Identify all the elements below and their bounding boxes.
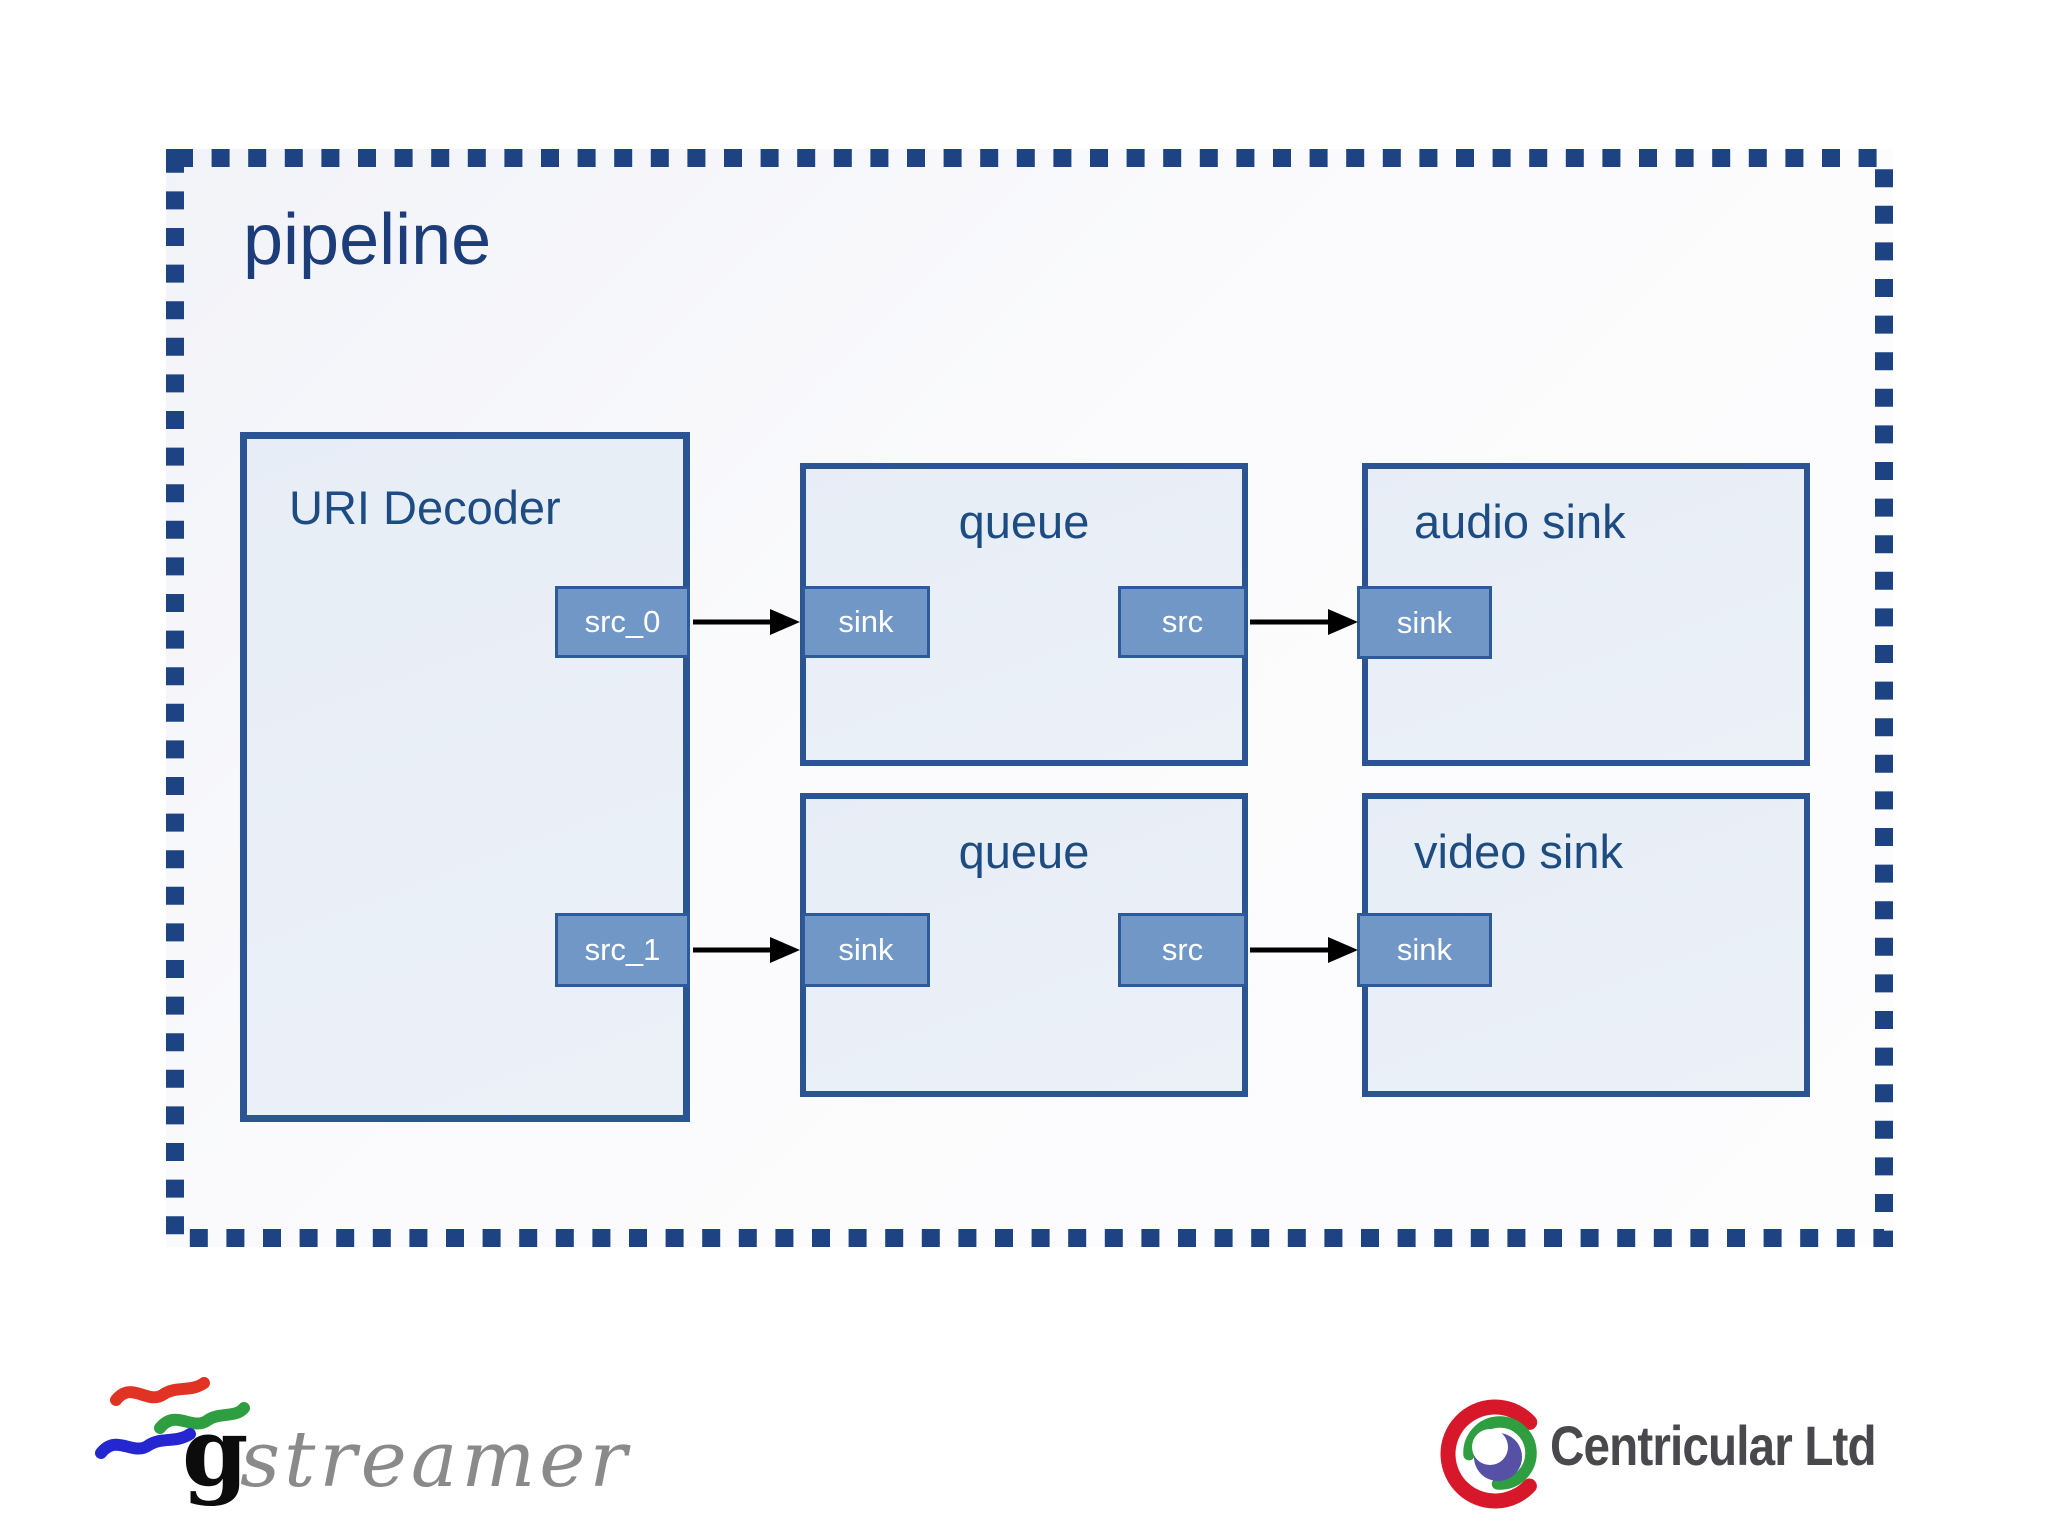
pad-audio-sink-sink: sink xyxy=(1357,586,1492,659)
uri-decoder-label: URI Decoder xyxy=(289,481,561,534)
gstreamer-red-wave-icon xyxy=(110,1377,210,1406)
centricular-green-ring xyxy=(1463,1416,1537,1490)
gstreamer-wordmark-g: g xyxy=(182,1397,248,1508)
pipeline-dashed-border xyxy=(166,149,1893,1247)
centricular-white-crescent xyxy=(1472,1429,1508,1465)
node-uri-decoder: URI Decoder xyxy=(240,432,690,1122)
pad-queue-video-src: src xyxy=(1118,913,1247,987)
centricular-mark-icon xyxy=(1440,1399,1550,1509)
gstreamer-wordmark-streamer: streamer xyxy=(240,1415,631,1505)
video-sink-label: video sink xyxy=(1414,825,1623,878)
pad-video-sink-sink: sink xyxy=(1357,913,1492,987)
dashed-border-rect xyxy=(166,149,1893,1247)
queue-video-label: queue xyxy=(958,825,1090,878)
gstreamer-logo: g streamer xyxy=(78,1374,638,1530)
gstreamer-blue-wave-icon xyxy=(95,1428,196,1459)
pad-uri-decoder-src-1: src_1 xyxy=(555,913,690,987)
queue-audio-label: queue xyxy=(958,495,1090,548)
audio-sink-label: audio sink xyxy=(1414,495,1626,548)
pad-queue-audio-src: src xyxy=(1118,586,1247,658)
centricular-name: Centricular Ltd xyxy=(1550,1414,1877,1477)
pipeline-title: pipeline xyxy=(243,200,492,280)
gstreamer-logo-graphic: g streamer xyxy=(95,1377,631,1508)
gstreamer-green-wave-icon xyxy=(154,1402,250,1434)
pad-queue-audio-sink: sink xyxy=(802,586,930,658)
pad-queue-video-sink: sink xyxy=(802,913,930,987)
centricular-logo: Centricular Ltd xyxy=(1438,1388,2048,1535)
centricular-red-ring xyxy=(1440,1399,1550,1509)
pad-uri-decoder-src-0: src_0 xyxy=(555,586,690,658)
